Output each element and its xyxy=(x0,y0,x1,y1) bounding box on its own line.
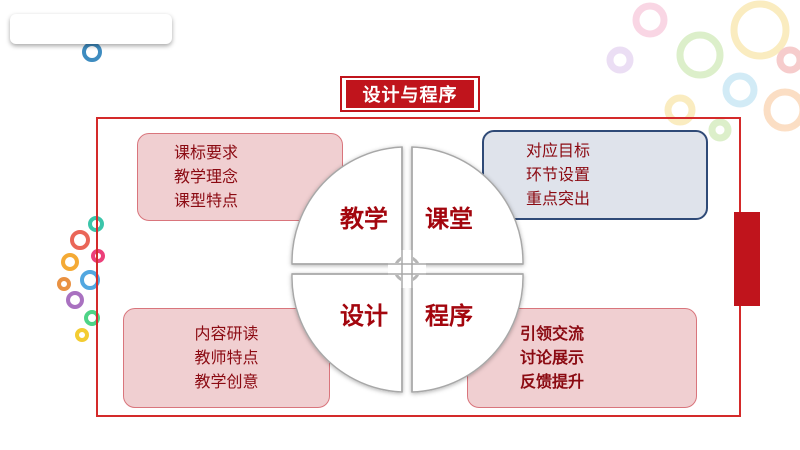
quadrant-bottom-left xyxy=(291,273,403,393)
page-title: 设计与程序 xyxy=(346,80,474,108)
box-top-right: 对应目标 环节设置 重点突出 xyxy=(482,130,708,220)
quadrant-top-left xyxy=(291,146,403,265)
box-item: 引领交流 xyxy=(520,324,585,343)
box-item: 教师特点 xyxy=(194,348,259,367)
quadrant-label-top-right: 课堂 xyxy=(425,205,473,233)
quadrant-label-bottom-right: 程序 xyxy=(425,302,473,330)
quadrant-label-top-left: 教学 xyxy=(340,205,388,233)
box-item: 讨论展示 xyxy=(520,348,585,367)
box-item: 反馈提升 xyxy=(520,372,585,391)
quadrant-label-bottom-left: 设计 xyxy=(340,302,388,330)
box-bottom-left: 内容研读 教师特点 教学创意 xyxy=(123,308,330,408)
box-item: 环节设置 xyxy=(526,165,591,184)
box-item: 对应目标 xyxy=(526,141,591,160)
box-item: 内容研读 xyxy=(194,324,259,343)
quadrant-bottom-right xyxy=(411,273,524,393)
title-box: 设计与程序 xyxy=(340,76,480,112)
box-item: 课型特点 xyxy=(174,191,239,210)
box-item: 重点突出 xyxy=(526,189,591,208)
top-header-bar xyxy=(10,14,172,44)
right-side-tab xyxy=(734,212,760,306)
box-item: 教学创意 xyxy=(194,372,259,391)
box-item: 课标要求 xyxy=(174,143,239,162)
box-item: 教学理念 xyxy=(174,167,239,186)
quadrant-top-right xyxy=(411,146,524,265)
